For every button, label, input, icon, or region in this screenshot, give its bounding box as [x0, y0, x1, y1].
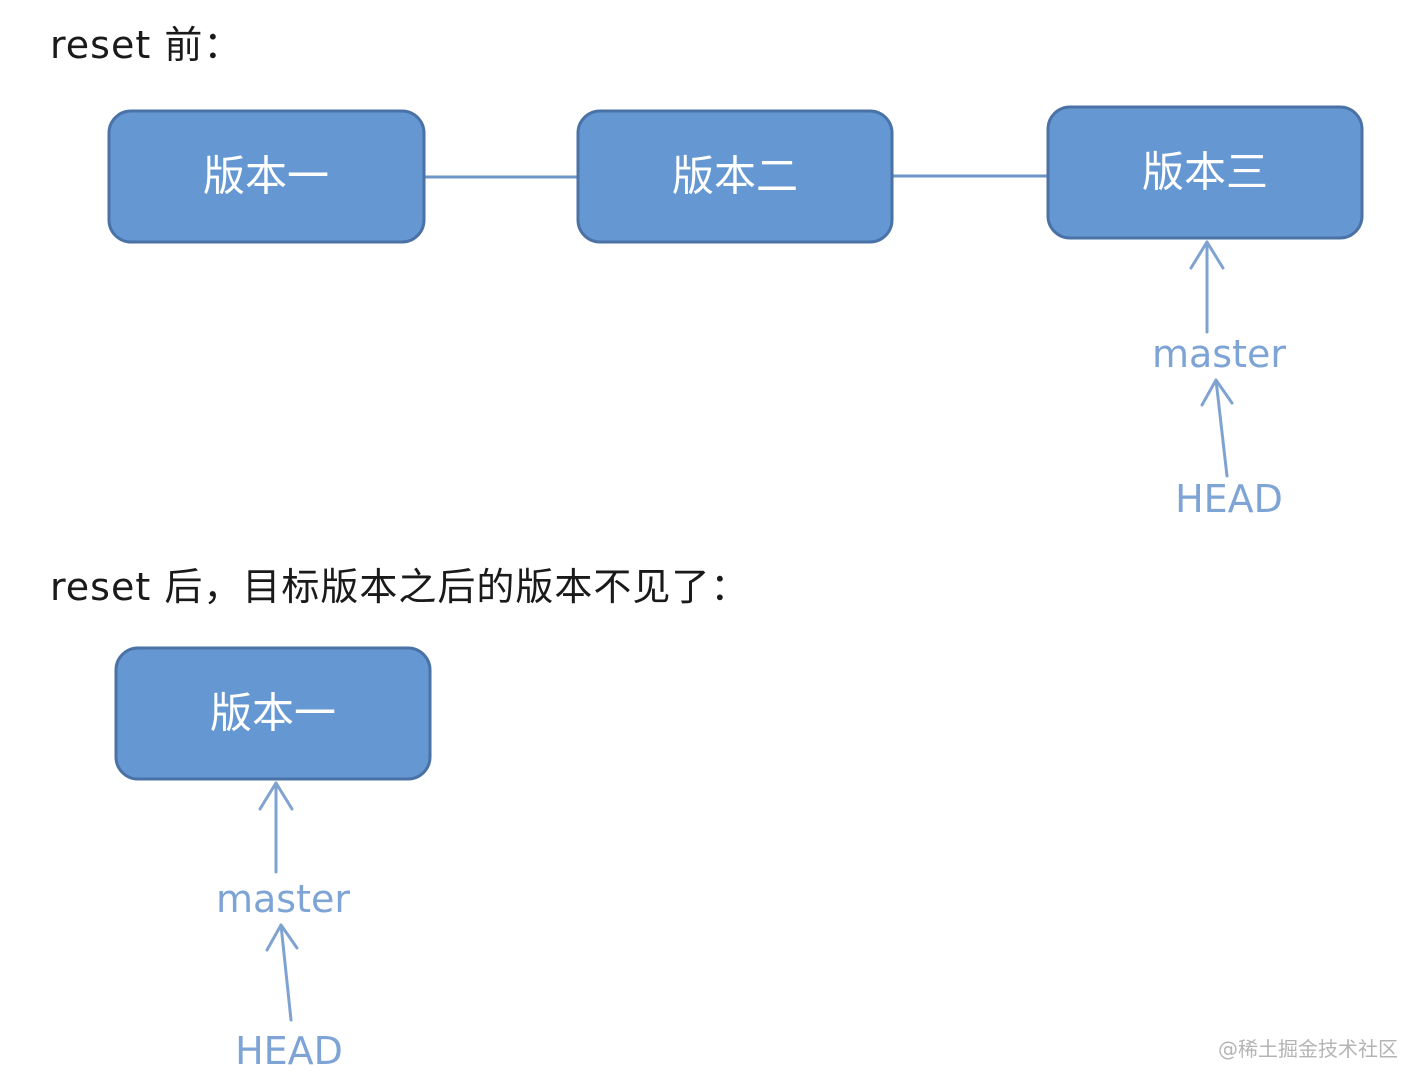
before-version-box-2: 版本二 [576, 109, 894, 244]
watermark: @稀土掘金技术社区 [1218, 1037, 1398, 1061]
before-master-arrow [1189, 240, 1225, 334]
heading-after-reset: reset 后，目标版本之后的版本不见了： [50, 565, 750, 609]
heading-before-reset: reset 前： [50, 23, 243, 67]
after-head-label: HEAD [235, 1029, 343, 1073]
after-master-arrow [258, 781, 294, 874]
after-master-label: master [216, 877, 350, 921]
after-version-label-1: 版本一 [210, 689, 336, 738]
after-version-box-1: 版本一 [114, 646, 432, 781]
before-version-box-3: 版本三 [1046, 105, 1364, 240]
before-master-label: master [1152, 332, 1286, 376]
before-head-arrow [1200, 378, 1234, 478]
before-head-label: HEAD [1175, 477, 1283, 521]
before-version-label-3: 版本三 [1142, 148, 1268, 197]
before-version-label-2: 版本二 [672, 152, 798, 201]
after-head-arrow [265, 923, 299, 1022]
before-version-box-1: 版本一 [107, 109, 426, 244]
before-version-label-1: 版本一 [203, 152, 329, 201]
